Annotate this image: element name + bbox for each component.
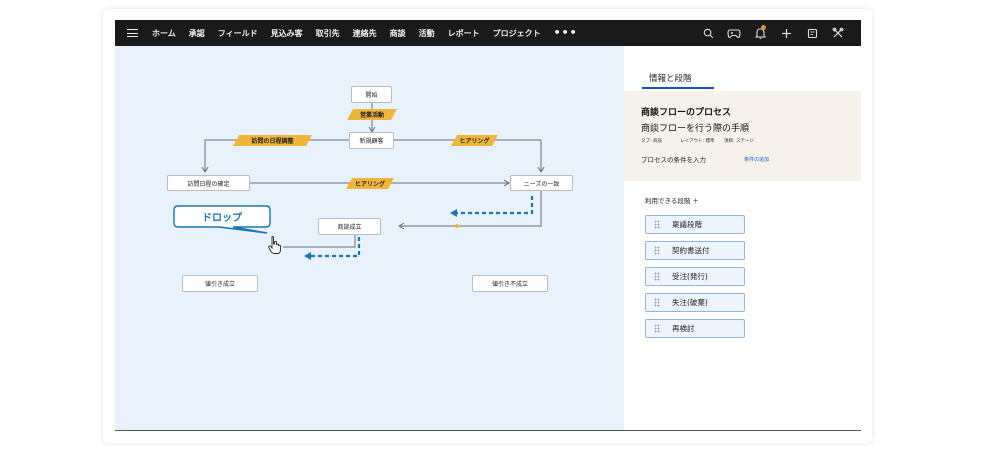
bottom-divider <box>115 430 861 431</box>
process-info-box <box>624 91 861 181</box>
notification-badge <box>761 25 766 30</box>
stage-item[interactable]: 契約書送付 <box>645 241 745 260</box>
search-icon[interactable] <box>695 20 721 46</box>
tab-info-stages[interactable]: 情報と段階 <box>649 74 692 84</box>
flow-node-start[interactable]: 開始 <box>351 86 392 103</box>
stage-item[interactable]: 稟議段階 <box>645 215 745 234</box>
stage-item[interactable]: 再検討 <box>645 319 745 338</box>
toolbar-icons <box>695 20 851 46</box>
nav-item-activities[interactable]: 活動 <box>418 28 435 38</box>
flow-node-new-customer[interactable]: 新規顧客 <box>349 132 394 149</box>
flow-tag-visit-schedule[interactable]: 訪問の日程調整 <box>233 135 312 146</box>
nav-item-deals[interactable]: 商談 <box>389 28 406 38</box>
nav-item-projects[interactable]: プロジェクト <box>492 28 541 38</box>
stage-item[interactable]: 受注(発行) <box>645 267 745 286</box>
process-title: 商談フローのプロセス <box>641 108 732 118</box>
nav-item-reports[interactable]: レポート <box>447 28 480 38</box>
tab-active-indicator <box>642 87 714 89</box>
flow-tag-sales-activity[interactable]: 営業活動 <box>347 109 397 120</box>
tools-icon[interactable] <box>825 20 851 46</box>
nav-item-contacts[interactable]: 連絡先 <box>352 28 377 38</box>
drop-callout: ドロップ <box>173 205 271 234</box>
flow-tag-hearing-2[interactable]: ヒアリング <box>346 178 394 189</box>
plus-icon[interactable] <box>773 20 799 46</box>
nav-item-field[interactable]: フィールド <box>217 28 258 38</box>
stage-item[interactable]: 失注(破棄) <box>645 293 745 312</box>
flow-node-deal-won[interactable]: 商談成立 <box>318 218 381 235</box>
drop-callout-text: ドロップ <box>202 212 242 224</box>
main-nav: ホーム 承認 フィールド 見込み客 取引先 連絡先 商談 活動 レポート プロジ… <box>152 26 578 39</box>
gamepad-icon[interactable] <box>721 20 747 46</box>
nav-item-home[interactable]: ホーム <box>152 28 176 38</box>
drag-handle-icon[interactable] <box>654 324 660 333</box>
nav-item-leads[interactable]: 見込み客 <box>270 28 303 38</box>
process-meta-field: 項目: ステージ <box>724 139 754 144</box>
flow-tag-hearing-1[interactable]: ヒアリング <box>451 135 498 146</box>
flow-node-discount-won[interactable]: 値引き成立 <box>182 275 258 292</box>
nav-item-accounts[interactable]: 取引先 <box>315 28 340 38</box>
process-subtitle: 商談フローを行う際の手順 <box>641 124 750 134</box>
drag-handle-icon[interactable] <box>654 272 660 281</box>
add-condition-link[interactable]: 条件の追加 <box>744 157 770 163</box>
nav-item-approval[interactable]: 承認 <box>188 28 205 38</box>
nav-more-button[interactable]: ••• <box>553 26 578 39</box>
available-stages-label[interactable]: 利用できる段階 ＋ <box>645 197 699 205</box>
process-meta-tab: タブ: 商談 <box>641 139 662 144</box>
menu-icon[interactable] <box>120 20 144 46</box>
drag-handle-icon[interactable] <box>654 220 660 229</box>
flow-node-needs-check[interactable]: ニーズの一致 <box>510 175 573 191</box>
hand-cursor-icon <box>268 235 281 254</box>
process-condition-label: プロセスの条件を入力 <box>641 156 706 164</box>
drag-handle-icon[interactable] <box>654 246 660 255</box>
drag-handle-icon[interactable] <box>654 298 660 307</box>
top-nav-bar: ホーム 承認 フィールド 見込み客 取引先 連絡先 商談 活動 レポート プロジ… <box>115 20 861 46</box>
note-icon[interactable] <box>799 20 825 46</box>
process-meta-layout: レイアウト: 標準 <box>680 139 715 144</box>
flow-node-visit-confirm[interactable]: 訪問日程の確定 <box>167 175 250 191</box>
bell-icon[interactable] <box>747 20 773 46</box>
flow-node-discount-lost[interactable]: 値引き不成立 <box>472 275 548 292</box>
